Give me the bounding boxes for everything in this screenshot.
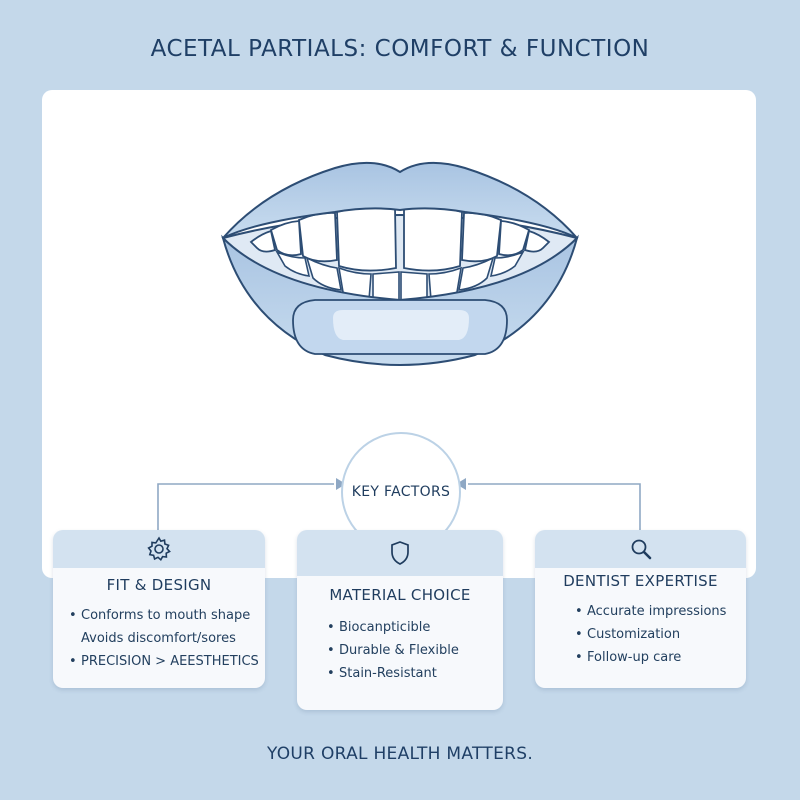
- list-item: •PRECISION > AEESTHETICS: [69, 654, 259, 669]
- card-title: DENTIST EXPERTISE: [563, 572, 718, 590]
- card-title: FIT & DESIGN: [106, 576, 212, 594]
- footer-tagline: YOUR ORAL HEALTH MATTERS.: [266, 744, 534, 764]
- card-dentist-expertise: DENTIST EXPERTISE •Accurate impressions …: [535, 530, 746, 688]
- list-item: •Customization: [575, 627, 681, 642]
- list-item: •Biocanpticible: [327, 620, 431, 635]
- card-list: •Accurate impressions •Customization •Fo…: [535, 600, 746, 669]
- card-header: [297, 530, 503, 576]
- list-item: •Follow-up care: [575, 650, 682, 665]
- list-item: Avoids discomfort/sores: [81, 631, 236, 646]
- list-item: •Accurate impressions: [575, 604, 727, 619]
- list-item: •Durable & Flexible: [327, 643, 459, 658]
- page-title: ACETAL PARTIALS: COMFORT & FUNCTION: [150, 36, 650, 62]
- card-list: •Biocanpticible •Durable & Flexible •Sta…: [297, 616, 503, 685]
- smile-illustration: [221, 161, 579, 366]
- card-header: [535, 530, 746, 568]
- tooth-upper-right-central: [403, 205, 463, 272]
- list-item: •Conforms to mouth shape: [69, 608, 251, 623]
- tooth-upper-left-lateral: [298, 211, 338, 263]
- gear-icon: [147, 536, 171, 562]
- card-fit-design: FIT & DESIGN •Conforms to mouth shape Av…: [53, 530, 265, 688]
- tooth-upper-right-lateral: [461, 211, 502, 263]
- card-material-choice: MATERIAL CHOICE •Biocanpticible •Durable…: [297, 530, 503, 710]
- magnifier-icon: [631, 539, 651, 560]
- shield-icon: [391, 541, 409, 565]
- tooth-upper-left-central: [336, 205, 397, 272]
- card-title: MATERIAL CHOICE: [329, 586, 471, 604]
- card-list: •Conforms to mouth shape Avoids discomfo…: [53, 604, 265, 673]
- card-header: [53, 530, 265, 568]
- key-factors-label: KEY FACTORS: [351, 484, 451, 500]
- list-item: •Stain-Resistant: [327, 666, 437, 681]
